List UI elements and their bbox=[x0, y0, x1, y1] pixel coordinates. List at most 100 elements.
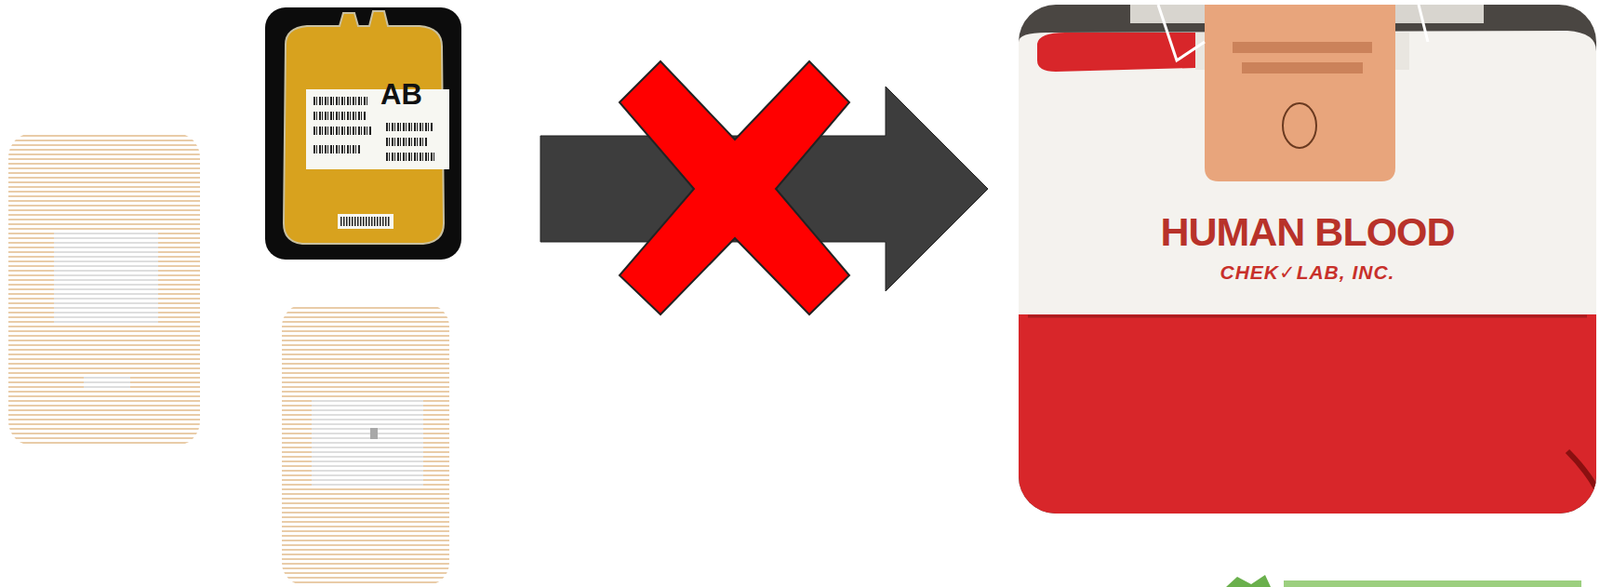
plasma-bag-part bbox=[394, 152, 396, 161]
plasma-bag-part bbox=[411, 122, 413, 132]
plasma-bag-part bbox=[360, 126, 362, 135]
plasma-bag-part bbox=[316, 145, 318, 154]
plasma-bag-part bbox=[391, 122, 394, 132]
plasma-bag-part bbox=[397, 137, 400, 147]
faded-blood-bag-part bbox=[83, 376, 131, 390]
logo-fragment bbox=[1226, 574, 1582, 587]
plasma-bag-part bbox=[357, 216, 360, 227]
plasma-bag-part bbox=[411, 152, 413, 161]
cooler-part bbox=[1567, 451, 1597, 489]
plasma-bag-part bbox=[419, 152, 422, 161]
plasma-bag-part bbox=[386, 152, 388, 161]
plasma-bag-part bbox=[413, 152, 416, 161]
cooler-photo-art bbox=[1018, 4, 1597, 514]
plasma-bag-part bbox=[394, 122, 396, 132]
plasma-bag-part bbox=[408, 122, 411, 132]
node-title: HUMAN BLOOD bbox=[1018, 210, 1597, 254]
plasma-bag-part bbox=[333, 126, 334, 135]
plasma-bag-part bbox=[324, 126, 327, 135]
plasma-bag-part bbox=[344, 111, 346, 120]
plasma-bag-part bbox=[330, 96, 333, 106]
plasma-bag-part bbox=[335, 96, 338, 106]
plasma-bag-part bbox=[400, 152, 401, 161]
plasma-bag-part bbox=[316, 96, 318, 106]
plasma-bag-part bbox=[416, 152, 418, 161]
plasma-bag-part bbox=[422, 152, 424, 161]
plasma-bag-part bbox=[327, 96, 329, 106]
plasma-bag-part bbox=[373, 216, 376, 227]
red-cross-part bbox=[619, 61, 850, 315]
plasma-bag-part bbox=[340, 216, 343, 227]
plasma-bag-part bbox=[385, 216, 387, 227]
red-cross bbox=[619, 61, 850, 315]
plasma-bag-part bbox=[327, 126, 329, 135]
plasma-bag-part bbox=[319, 96, 321, 106]
plasma-bag-part bbox=[363, 126, 366, 135]
plasma-bag-part bbox=[365, 216, 368, 227]
faded-blood-bag-part bbox=[8, 133, 200, 446]
plasma-bag-part bbox=[397, 152, 400, 161]
cooler-part bbox=[1018, 314, 1597, 514]
plasma-bag-part bbox=[327, 145, 329, 154]
cooler-part bbox=[1204, 4, 1396, 182]
cooler bbox=[1018, 4, 1597, 514]
plasma-bag-part bbox=[355, 96, 357, 106]
plasma-bag-part bbox=[408, 152, 411, 161]
plasma-bag-part bbox=[313, 145, 316, 154]
plasma-bag-part bbox=[388, 152, 390, 161]
plasma-bag-part bbox=[419, 122, 422, 132]
plasma-bag-part bbox=[360, 111, 362, 120]
plasma-bag-part bbox=[394, 137, 396, 147]
plasma-bag-part bbox=[355, 111, 357, 120]
cooler-part bbox=[1037, 32, 1196, 72]
plasma-bag-part bbox=[360, 96, 362, 106]
faded-blood-bag-part bbox=[311, 400, 424, 489]
plasma-bag-part bbox=[324, 96, 327, 106]
plasma-bag-part bbox=[352, 126, 355, 135]
plasma-bag-part bbox=[358, 145, 360, 154]
plasma-bag-part bbox=[416, 137, 418, 147]
cooler-part bbox=[1241, 62, 1363, 74]
plasma-bag-part bbox=[343, 216, 346, 227]
plasma-bag-part bbox=[351, 216, 354, 227]
plasma-bag-part bbox=[346, 111, 349, 120]
plasma-bag-photo: AB bbox=[265, 7, 462, 260]
plasma-bag-part bbox=[413, 122, 416, 132]
plasma-bag-part bbox=[352, 145, 355, 154]
plasma-bag-part bbox=[366, 126, 368, 135]
plasma-bag-part bbox=[358, 96, 360, 106]
plasma-bag-part bbox=[427, 122, 429, 132]
plasma-bag-part bbox=[349, 126, 351, 135]
faded-blood-bag bbox=[281, 304, 450, 586]
cooler-part bbox=[1027, 315, 1587, 319]
plasma-bag-part bbox=[330, 145, 333, 154]
plasma-bag-part bbox=[388, 122, 390, 132]
plasma-bag-part bbox=[413, 137, 416, 147]
plasma-bag-part bbox=[346, 216, 348, 227]
plasma-bag-part bbox=[422, 122, 424, 132]
plasma-bag-part bbox=[349, 111, 351, 120]
plasma-bag-part bbox=[306, 89, 450, 170]
cooler-part bbox=[1018, 4, 1597, 514]
plasma-bag-part bbox=[405, 152, 407, 161]
plasma-bag-part bbox=[369, 126, 372, 135]
plasma-bag-part bbox=[371, 216, 374, 227]
plasma-bag-part bbox=[333, 145, 334, 154]
plasma-bag-part bbox=[386, 122, 388, 132]
cooler-photo: HUMAN BLOODCHEK✓LAB, INC. bbox=[1018, 4, 1597, 514]
plasma-bag-part bbox=[430, 152, 433, 161]
plasma-bag-part bbox=[346, 145, 349, 154]
plasma-bag-part bbox=[335, 145, 338, 154]
node-title: AB bbox=[265, 79, 462, 111]
plasma-bag-part bbox=[330, 126, 333, 135]
plasma-bag-part bbox=[313, 96, 316, 106]
plasma-bag-part bbox=[337, 213, 394, 229]
plasma-bag-part bbox=[330, 111, 333, 120]
plasma-bag-part bbox=[391, 152, 394, 161]
plasma-bag-part bbox=[391, 137, 394, 147]
plasma-bag bbox=[265, 7, 462, 260]
plasma-bag-part bbox=[382, 216, 385, 227]
logo-fragment-part bbox=[1283, 580, 1582, 587]
plasma-bag-part bbox=[338, 145, 340, 154]
